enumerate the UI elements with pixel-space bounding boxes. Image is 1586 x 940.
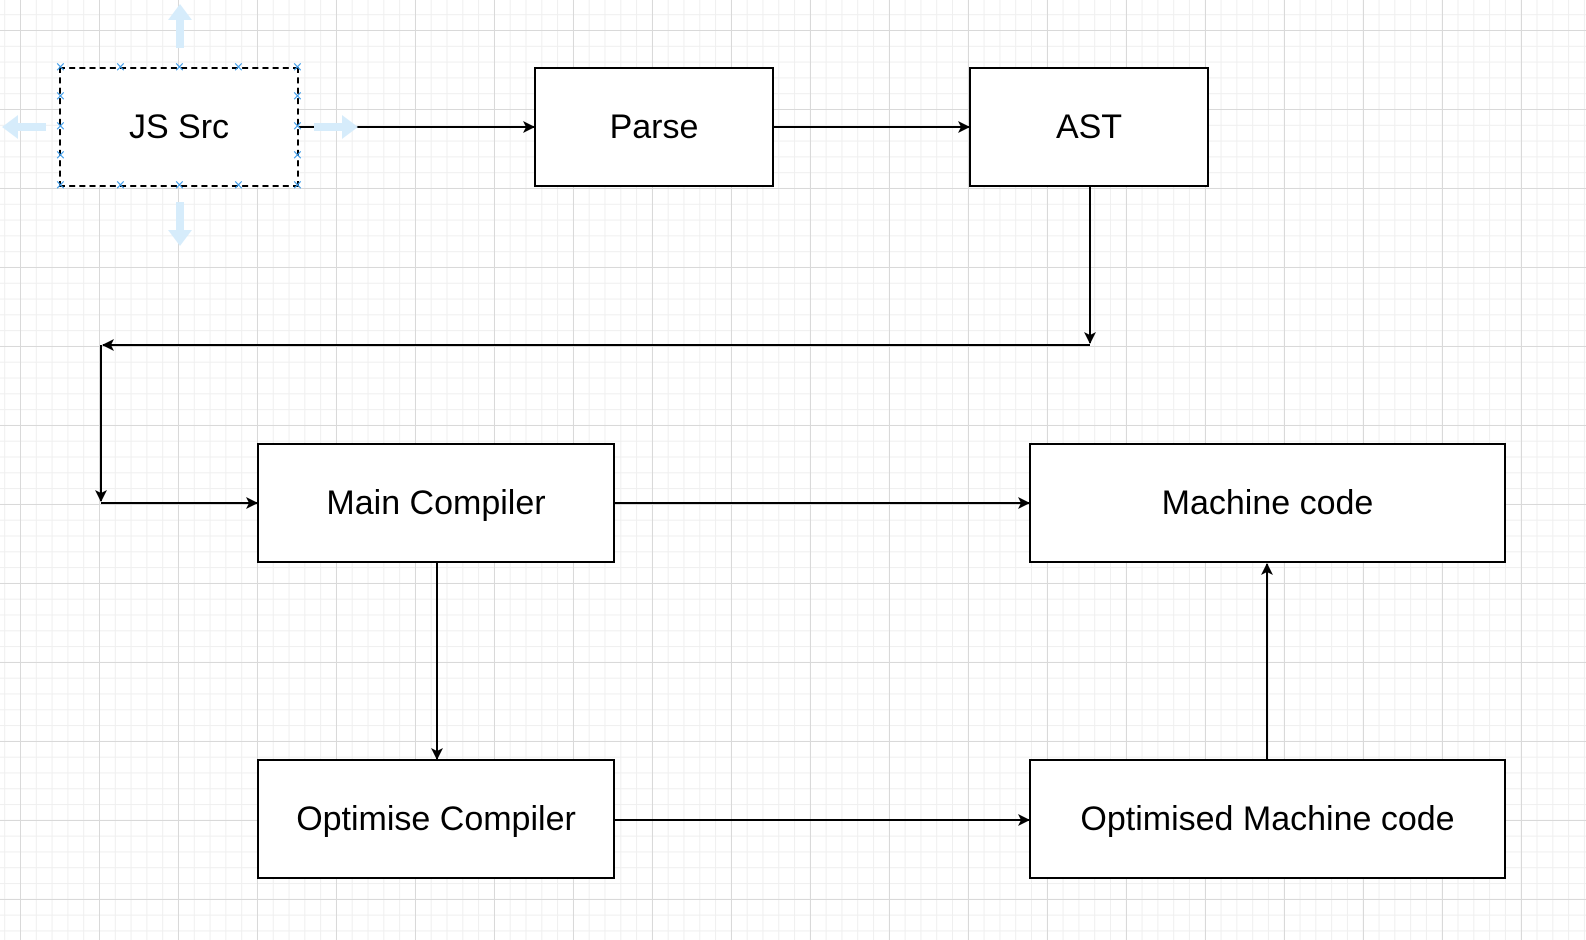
node-main-compiler-label: Main Compiler bbox=[326, 483, 546, 522]
connection-point-icon[interactable]: × bbox=[233, 178, 244, 193]
connection-point-icon[interactable]: × bbox=[55, 148, 66, 163]
connection-point-icon[interactable]: × bbox=[55, 178, 66, 193]
connection-point-icon[interactable]: × bbox=[174, 60, 185, 75]
connection-point-icon[interactable]: × bbox=[174, 178, 185, 193]
node-optimise-compiler-label: Optimise Compiler bbox=[296, 799, 576, 838]
connection-point-icon[interactable]: × bbox=[233, 60, 244, 75]
node-main-compiler[interactable]: Main Compiler bbox=[257, 443, 615, 563]
node-parse[interactable]: Parse bbox=[534, 67, 774, 187]
connection-point-icon[interactable]: × bbox=[115, 60, 126, 75]
node-js-src[interactable]: JS Src bbox=[59, 67, 299, 187]
arrow-down-icon[interactable] bbox=[166, 200, 194, 248]
node-parse-label: Parse bbox=[609, 107, 699, 146]
connection-point-icon[interactable]: × bbox=[55, 60, 66, 75]
arrow-up-icon[interactable] bbox=[166, 2, 194, 50]
node-machine-code[interactable]: Machine code bbox=[1029, 443, 1506, 563]
node-js-src-label: JS Src bbox=[128, 107, 230, 146]
node-optimised-machine-code[interactable]: Optimised Machine code bbox=[1029, 759, 1506, 879]
node-optimise-compiler[interactable]: Optimise Compiler bbox=[257, 759, 615, 879]
connection-point-icon[interactable]: × bbox=[115, 178, 126, 193]
node-optimised-machine-code-label: Optimised Machine code bbox=[1080, 799, 1455, 838]
connection-point-icon[interactable]: × bbox=[292, 148, 303, 163]
node-machine-code-label: Machine code bbox=[1161, 483, 1374, 522]
connection-point-icon[interactable]: × bbox=[55, 119, 66, 134]
connection-point-icon[interactable]: × bbox=[292, 178, 303, 193]
connection-point-icon[interactable]: × bbox=[292, 60, 303, 75]
connection-point-icon[interactable]: × bbox=[292, 119, 303, 134]
arrow-left-icon[interactable] bbox=[0, 113, 48, 141]
connection-point-icon[interactable]: × bbox=[55, 89, 66, 104]
node-ast-label: AST bbox=[1055, 107, 1123, 146]
node-ast[interactable]: AST bbox=[969, 67, 1209, 187]
arrow-right-icon[interactable] bbox=[312, 113, 360, 141]
connection-point-icon[interactable]: × bbox=[292, 89, 303, 104]
